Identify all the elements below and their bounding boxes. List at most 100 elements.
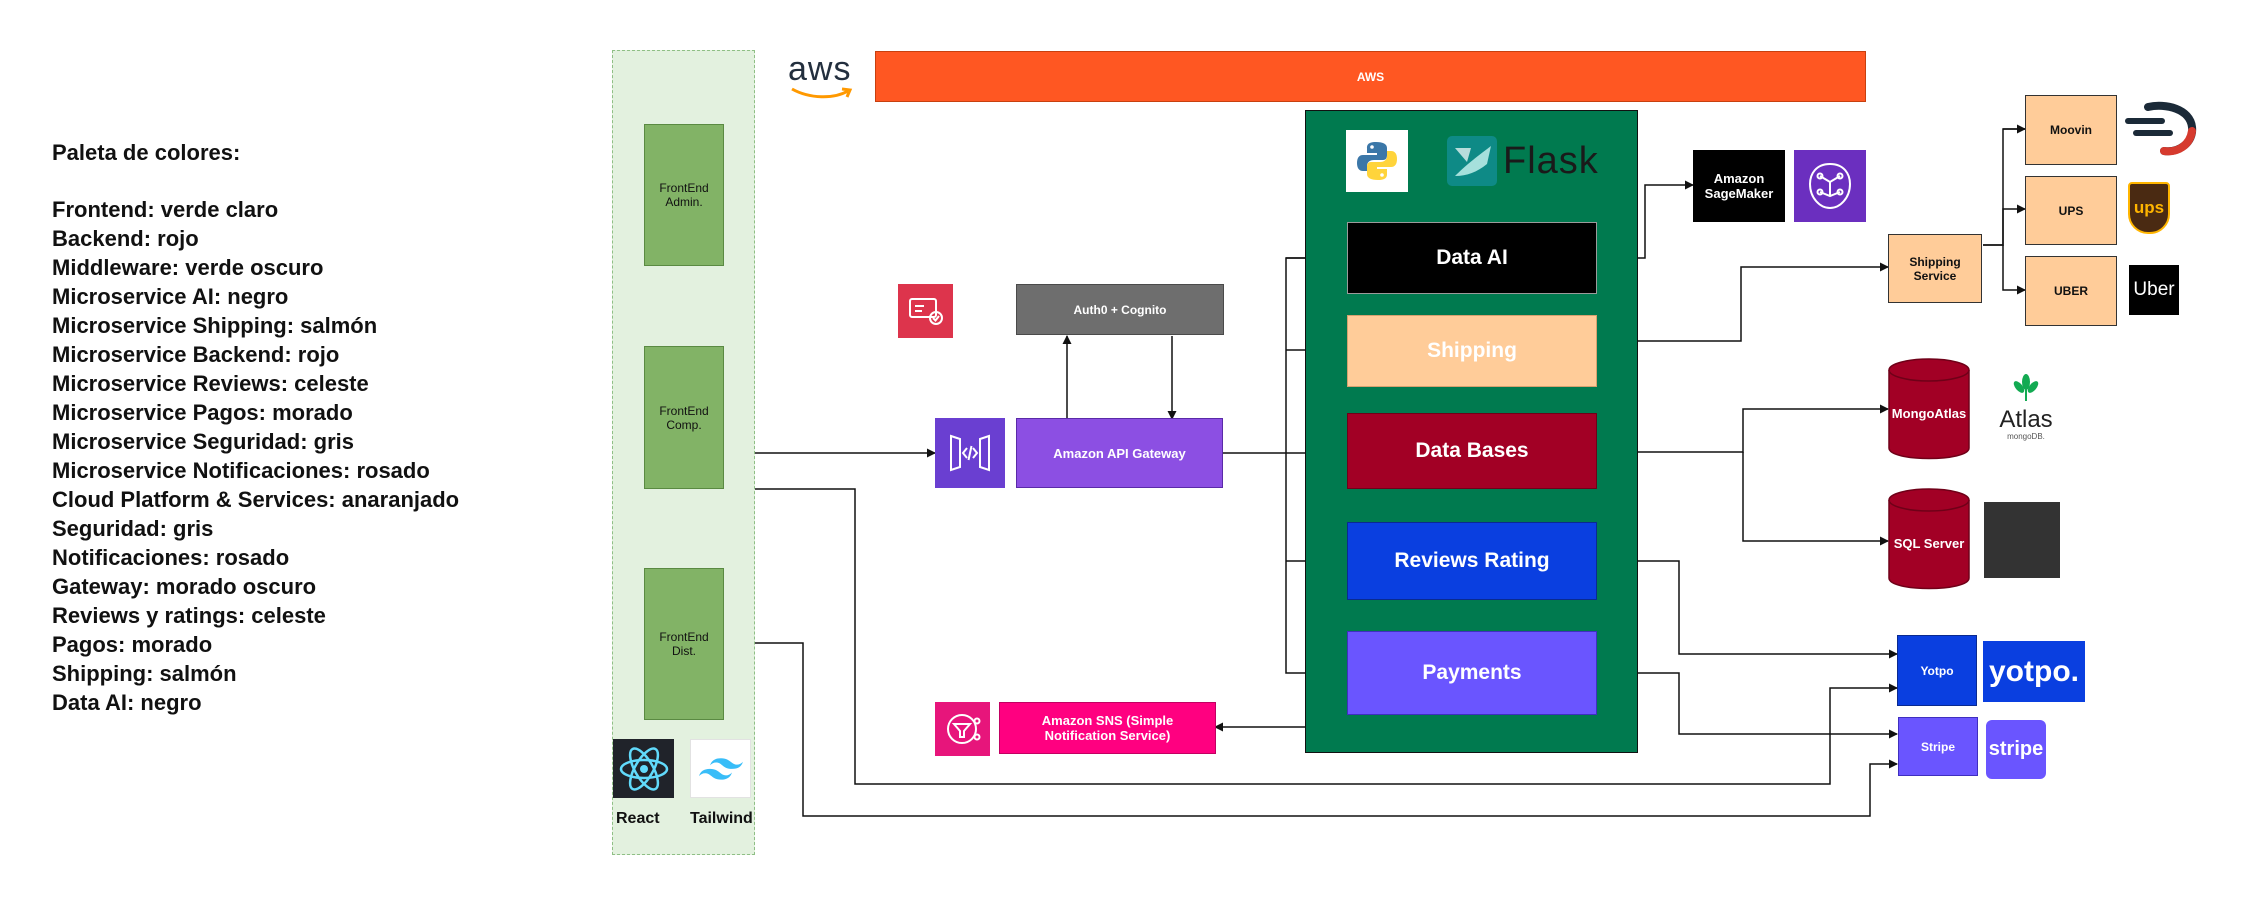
- aws-bar-label: AWS: [1356, 69, 1385, 84]
- legend-item: Pagos: morado: [52, 632, 213, 657]
- legend-item: Frontend: verde claro: [52, 197, 279, 222]
- frontend-dist-label: FrontEnd Dist.: [659, 630, 709, 658]
- mongoatlas-db[interactable]: MongoAtlas: [1888, 358, 1970, 460]
- frontend-admin-label: FrontEnd Admin.: [659, 181, 709, 209]
- stripe-logo-text: stripe: [1988, 738, 2044, 760]
- aws-smile-icon: [791, 87, 853, 99]
- ups-logo-text: ups: [2133, 198, 2165, 217]
- frontend-dist-box[interactable]: FrontEnd Dist.: [644, 568, 724, 720]
- shipping-service-label: Shipping Service: [1909, 254, 1961, 283]
- payments-label: Payments: [1422, 661, 1522, 684]
- legend-item: Backend: rojo: [52, 226, 199, 251]
- legend-item: Microservice Shipping: salmón: [52, 313, 378, 338]
- ups-label: UPS: [2058, 203, 2084, 218]
- stripe-logo-icon: stripe: [1986, 720, 2046, 779]
- legend-item: Microservice Notificaciones: rosado: [52, 458, 430, 483]
- auth-cognito-box[interactable]: Auth0 + Cognito: [1016, 284, 1224, 335]
- ups-logo-icon: ups: [2128, 182, 2170, 234]
- uber-logo-icon: Uber: [2129, 265, 2179, 315]
- database-cylinder-icon: [1888, 358, 1970, 460]
- legend-title: Paleta de colores:: [52, 140, 241, 165]
- atlas-logo: Atlas mongoDB.: [1995, 373, 2057, 443]
- legend-item: Microservice Seguridad: gris: [52, 429, 354, 454]
- frontend-comp-label: FrontEnd Comp.: [659, 403, 709, 432]
- stripe-label: Stripe: [1920, 739, 1955, 754]
- moovin-label: Moovin: [2050, 123, 2092, 137]
- legend-item: Cloud Platform & Services: anaranjado: [52, 487, 460, 512]
- legend-item: Microservice Pagos: morado: [52, 400, 353, 425]
- edge-db-to-mongo: [1597, 404, 1889, 453]
- stripe-box[interactable]: Stripe: [1898, 717, 1978, 776]
- react-icon: [613, 739, 674, 798]
- api-gateway-icon: [935, 418, 1005, 488]
- python-icon: [1346, 130, 1408, 192]
- legend-item: Seguridad: gris: [52, 516, 214, 541]
- payments-box[interactable]: Payments: [1347, 631, 1597, 715]
- security-icon: [898, 284, 953, 338]
- legend-item: Microservice Backend: rojo: [52, 342, 340, 367]
- auth-label: Auth0 + Cognito: [1073, 302, 1167, 317]
- legend-item: Microservice AI: negro: [52, 284, 289, 309]
- shipping-label: Shipping: [1427, 339, 1517, 362]
- flask-label: Flask: [1503, 139, 1599, 182]
- data-ai-box[interactable]: Data AI: [1347, 222, 1597, 294]
- sagemaker-icon: [1794, 150, 1866, 222]
- tailwind-label: Tailwind: [690, 810, 753, 827]
- sql-server-db[interactable]: SQL Server: [1888, 488, 1970, 590]
- react-label: React: [616, 810, 660, 827]
- edge-reviews-to-yotpo: [1597, 560, 1898, 659]
- mongoatlas-label: MongoAtlas: [1891, 405, 1967, 421]
- atlas-leaf-icon: [2013, 374, 2039, 401]
- tailwind-icon: [690, 739, 751, 798]
- legend-item: Middleware: verde oscuro: [52, 255, 324, 280]
- legend-item: Shipping: salmón: [52, 661, 237, 686]
- moovin-box[interactable]: Moovin: [2025, 95, 2117, 165]
- aws-bar: AWS: [875, 51, 1866, 102]
- legend-item: Notificaciones: rosado: [52, 545, 290, 570]
- edge-dist-to-stripe: [722, 642, 1898, 817]
- aws-logo-text: aws: [788, 50, 852, 88]
- data-bases-label: Data Bases: [1415, 439, 1529, 462]
- sql-server-logo-icon: [1984, 502, 2060, 578]
- ups-box[interactable]: UPS: [2025, 176, 2117, 245]
- frontend-comp-box[interactable]: FrontEnd Comp.: [644, 346, 724, 489]
- aws-logo: aws: [788, 52, 858, 104]
- shipping-service-box[interactable]: Shipping Service: [1888, 234, 1982, 303]
- color-legend: Paleta de colores: Frontend: verde claro…: [52, 138, 612, 717]
- flask-icon: [1447, 136, 1497, 186]
- uber-label: UBER: [2053, 284, 2088, 298]
- reviews-rating-label: Reviews Rating: [1394, 549, 1550, 572]
- sql-server-label: SQL Server: [1893, 535, 1965, 551]
- yotpo-box[interactable]: Yotpo: [1897, 635, 1977, 706]
- moovin-logo-icon: [2124, 101, 2198, 157]
- yotpo-logo-text: yotpo.: [1989, 654, 2079, 688]
- edge-shipping-to-service: [1597, 262, 1889, 342]
- sns-icon: [935, 702, 990, 756]
- database-cylinder-icon: [1888, 488, 1970, 590]
- flask-logo: Flask: [1447, 134, 1601, 188]
- sns-box[interactable]: Amazon SNS (Simple Notification Service): [999, 702, 1216, 754]
- edge-db-to-sql: [1742, 452, 1889, 546]
- legend-item: Gateway: morado oscuro: [52, 574, 317, 599]
- uber-logo-text: Uber: [2133, 279, 2175, 300]
- yotpo-logo-icon: yotpo.: [1983, 641, 2085, 702]
- uber-box[interactable]: UBER: [2025, 256, 2117, 326]
- frontend-admin-box[interactable]: FrontEnd Admin.: [644, 124, 724, 266]
- edge-service-to-carriers: [1983, 128, 2025, 246]
- edge-payments-to-stripe: [1597, 672, 1898, 739]
- reviews-rating-box[interactable]: Reviews Rating: [1347, 522, 1597, 600]
- shipping-box[interactable]: Shipping: [1347, 315, 1597, 387]
- legend-item: Reviews y ratings: celeste: [52, 603, 326, 628]
- legend-item: Data AI: negro: [52, 690, 202, 715]
- edge-comp-to-yotpo: [722, 488, 1898, 785]
- yotpo-label: Yotpo: [1920, 663, 1954, 678]
- api-gateway-box[interactable]: Amazon API Gateway: [1016, 418, 1223, 488]
- sns-label: Amazon SNS (Simple Notification Service): [1041, 713, 1174, 743]
- data-ai-label: Data AI: [1436, 246, 1508, 269]
- atlas-label: Atlas: [1999, 406, 2053, 433]
- sagemaker-label: Amazon SageMaker: [1704, 171, 1774, 201]
- sagemaker-box[interactable]: Amazon SageMaker: [1693, 150, 1785, 222]
- data-bases-box[interactable]: Data Bases: [1347, 413, 1597, 489]
